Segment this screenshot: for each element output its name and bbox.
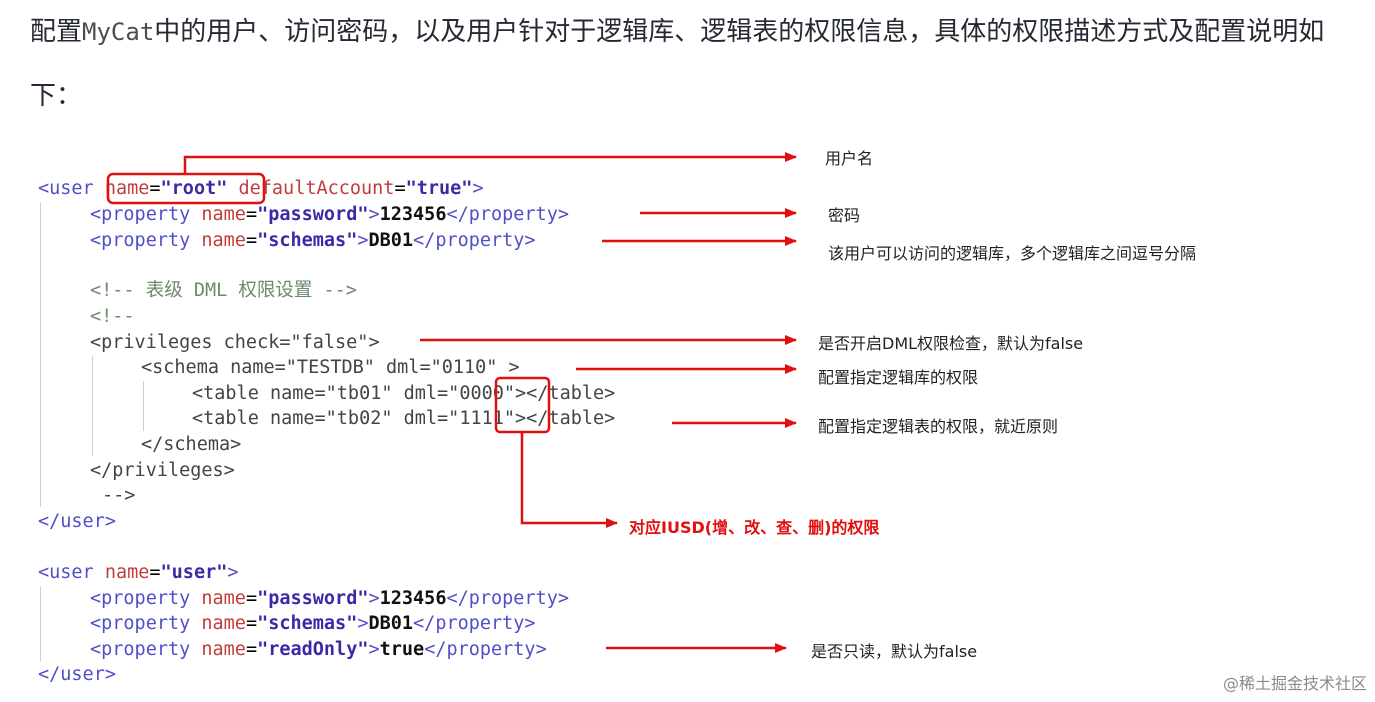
intro-code: MyCat [82,18,155,46]
indent-guide [92,356,93,456]
arrow-username [183,152,797,174]
arrow-iusd [520,432,618,528]
code-line-privileges: <privileges check="false"> [90,332,380,353]
note-iusd: 对应IUSD(增、改、查、删)的权限 [629,518,880,537]
code-line-privileges-close: </privileges> [90,460,235,481]
watermark: @稀土掘金技术社区 [1222,674,1367,693]
note-readonly: 是否只读，默认为false [811,642,978,661]
note-table-priv: 配置指定逻辑表的权限，就近原则 [818,417,1059,436]
code-line-password: <property name="password">123456</proper… [90,204,569,225]
code-line-user2-schemas: <property name="schemas">DB01</property> [90,613,536,634]
indent-guide [40,202,41,507]
highlight-box-dml [494,376,551,434]
code-line-table1: <table name="tb01" dml="0000"></table> [192,383,616,404]
highlight-box-root [106,172,266,205]
note-username: 用户名 [825,149,874,168]
code-line-user2-close: </user> [38,664,116,685]
code-line-user2-open: <user name="user"> [38,562,239,583]
code-line-comment-dml: <!-- 表级 DML 权限设置 --> [90,280,357,301]
code-line-user2-password: <property name="password">123456</proper… [90,588,569,609]
note-schemas: 该用户可以访问的逻辑库，多个逻辑库之间逗号分隔 [828,244,1197,263]
intro-text-1: 配置 [30,17,83,47]
indent-guide [40,586,41,662]
code-line-user2-readonly: <property name="readOnly">true</property… [90,639,547,660]
code-line-schemas: <property name="schemas">DB01</property> [90,230,536,251]
note-password: 密码 [828,206,861,225]
code-line-user-open: <user name="root" defaultAccount="true"> [38,178,484,199]
code-line-table2: <table name="tb02" dml="1111"></table> [192,408,616,429]
dml-value-tb02: 1111 [459,408,504,429]
note-check: 是否开启DML权限检查，默认为false [818,334,1084,353]
dml-value-tb01: 0000 [459,383,504,404]
note-schema-priv: 配置指定逻辑库的权限 [818,368,979,387]
intro-paragraph: 配置MyCat中的用户、访问密码，以及用户针对于逻辑库、逻辑表的权限信息，具体的… [30,0,1350,128]
code-line-schema-close: </schema> [141,434,242,455]
code-line-user-close: </user> [38,511,116,532]
intro-text-2: 中的用户、访问密码，以及用户针对于逻辑库、逻辑表的权限信息，具体的权限描述方式及… [30,17,1325,111]
indent-guide [143,381,144,431]
code-line-comment-close: --> [102,485,136,506]
code-line-schema: <schema name="TESTDB" dml="0110" > [141,357,520,378]
code-line-comment-open: <!-- [90,306,135,327]
